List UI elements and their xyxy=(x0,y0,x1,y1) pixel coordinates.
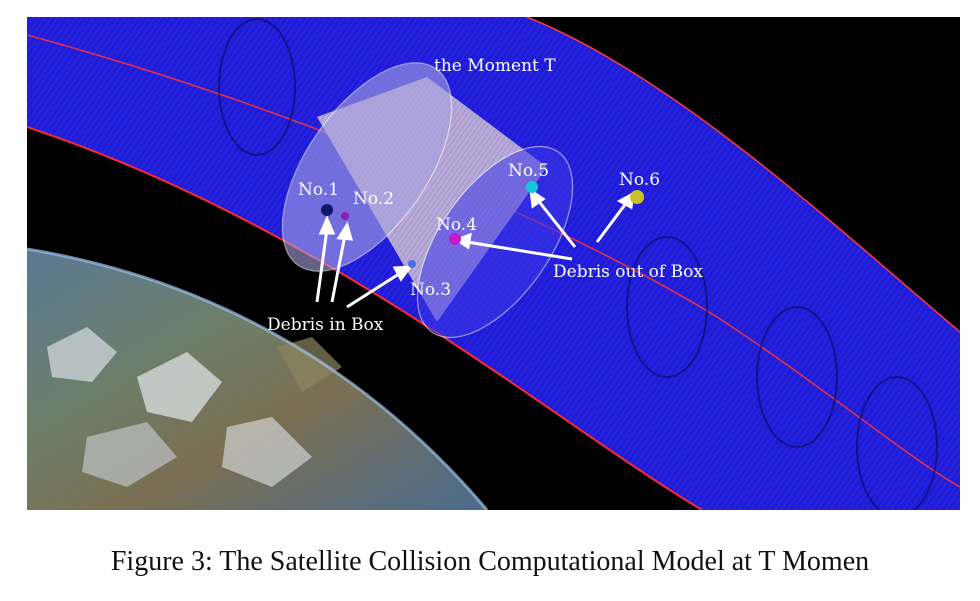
pointer-arrows xyxy=(315,187,635,309)
debris-no4-dot xyxy=(449,233,461,245)
moment-label: the Moment T xyxy=(434,56,556,76)
debris-no5-dot xyxy=(526,181,538,193)
debris-no4-label: No.4 xyxy=(436,215,477,235)
debris-in-box-label: Debris in Box xyxy=(267,315,384,335)
figure-image: the Moment T No.1 No.2 No.3 No.4 No.5 No… xyxy=(27,17,960,510)
debris-no6-dot xyxy=(630,190,644,204)
debris-no2-label: No.2 xyxy=(353,189,394,209)
debris-no3-dot xyxy=(408,260,416,268)
debris-no3-label: No.3 xyxy=(410,280,451,300)
debris-no2-dot xyxy=(341,212,349,220)
debris-out-of-box-label: Debris out of Box xyxy=(553,262,703,282)
debris-no1-dot xyxy=(321,204,333,216)
figure-caption: Figure 3: The Satellite Collision Comput… xyxy=(110,546,870,577)
earth xyxy=(27,247,489,510)
debris-no1-label: No.1 xyxy=(298,180,339,200)
debris-no5-label: No.5 xyxy=(508,161,549,181)
debris-no6-label: No.6 xyxy=(619,170,660,190)
